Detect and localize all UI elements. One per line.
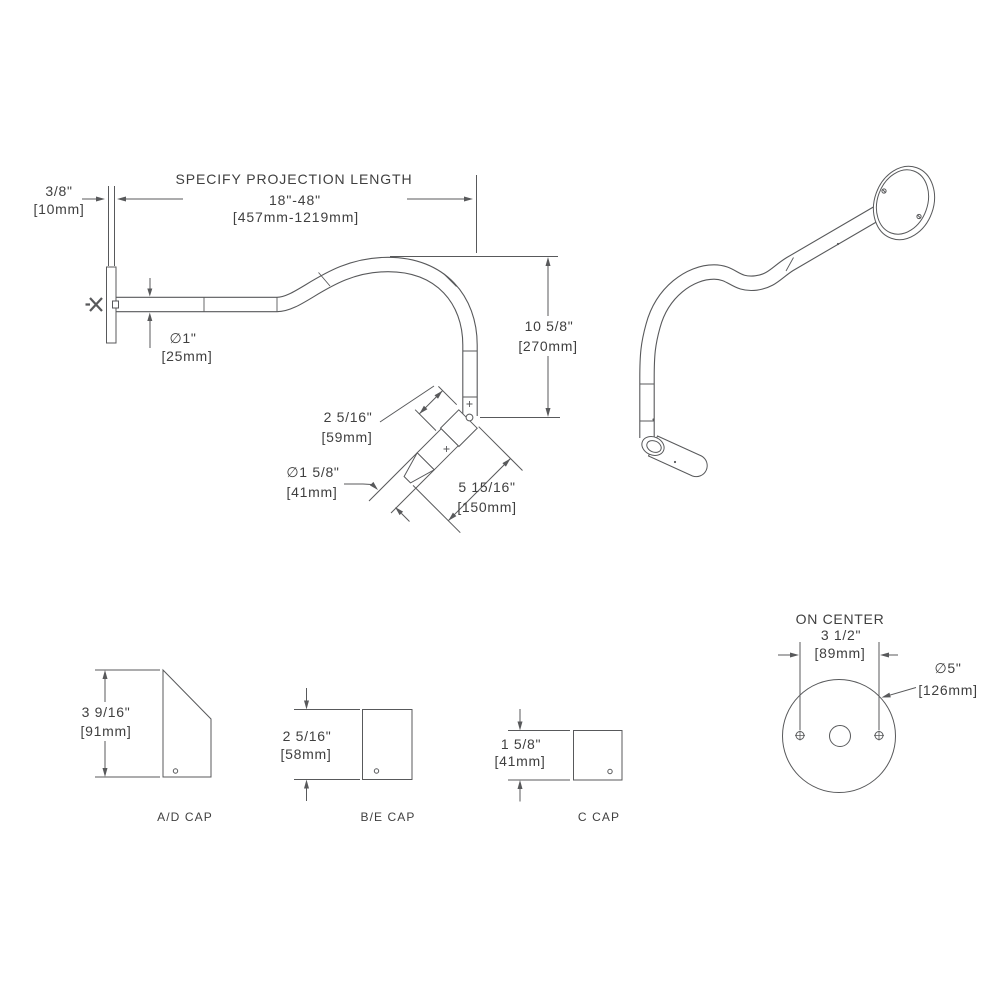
dim-knuckle-mm: [59mm] [321, 429, 373, 445]
plate-on-center-mm: [89mm] [814, 645, 866, 661]
dim-knuckle-in: 2 5/16" [323, 409, 373, 425]
iso-wall-plate [872, 165, 936, 241]
gooseneck-pipe-fill [116, 257, 477, 416]
dim-cap-length-mm: [150mm] [457, 499, 517, 515]
c-cap-dim-in: 1 5/8" [500, 736, 542, 752]
dim-arm-diameter-mm: [25mm] [161, 348, 213, 364]
plate-on-center-in: 3 1/2" [820, 627, 862, 643]
ad-cap-dim-mm: [91mm] [80, 723, 132, 739]
plate-diameter-in: ∅5" [934, 660, 962, 676]
elbow-pivot [465, 413, 474, 422]
iso-view-linework [639, 165, 936, 478]
dim-plate-thickness-mm: [10mm] [33, 201, 85, 217]
set-screw-nub [112, 300, 119, 309]
plate-diameter-mm: [126mm] [918, 682, 978, 698]
projection-note-line3: [457mm-1219mm] [232, 209, 360, 225]
dim-drop-in: 10 5/8" [524, 318, 574, 334]
back-plate-outline [782, 679, 896, 793]
ad-cap-label: A/D CAP [157, 810, 213, 824]
iso-pipe-outline [639, 201, 890, 438]
iso-wall-plate-rim [875, 169, 930, 235]
main-view-linework [82, 175, 560, 534]
dim-arm-diameter-in: ∅1" [169, 330, 197, 346]
mount-screw-icon [85, 297, 103, 312]
cap-cone [403, 451, 436, 484]
pipe-seams [203, 272, 478, 398]
c-cap-dim-mm: [41mm] [494, 753, 546, 769]
be-cap-label: B/E CAP [360, 810, 416, 824]
mounting-plate-linework [778, 642, 917, 793]
dim-cap-diameter-mm: [41mm] [286, 484, 338, 500]
iso-screw-1 [881, 188, 887, 194]
back-plate-center-hole [829, 725, 851, 747]
elbow-plus-mark [466, 401, 473, 407]
cap-arrowheads [102, 670, 523, 789]
ad-cap-profile [162, 668, 212, 778]
c-cap-label: C CAP [577, 810, 621, 824]
dim-plate-thickness-in: 3/8" [45, 183, 73, 199]
iso-screw-2 [916, 213, 922, 220]
be-cap-dim-in: 2 5/16" [282, 728, 332, 744]
knuckle [439, 409, 478, 448]
cap-profiles-linework [95, 668, 623, 802]
c-cap-profile [573, 730, 623, 781]
be-cap-profile [362, 709, 413, 780]
projection-note-line2: 18"-48" [268, 192, 322, 208]
plate-on-center-label: ON CENTER [795, 611, 885, 627]
iso-cap-ring-inner [646, 440, 662, 453]
iso-cap-ring-outer [641, 436, 665, 456]
main-view-arrowheads [96, 196, 551, 521]
iso-pipe-seams [639, 257, 794, 422]
dim-cap-length-in: 5 15/16" [458, 479, 516, 495]
ad-cap-dim-in: 3 9/16" [81, 704, 131, 720]
iso-pipe-fill [640, 202, 890, 438]
dim-drop-mm: [270mm] [518, 338, 578, 354]
be-cap-dim-mm: [58mm] [280, 746, 332, 762]
dim-cap-diameter-in: ∅1 5/8" [286, 464, 340, 480]
plate-arrowheads [790, 652, 891, 698]
projection-note-line1: SPECIFY PROJECTION LENGTH [175, 171, 413, 187]
cap-plus-mark [443, 446, 450, 452]
